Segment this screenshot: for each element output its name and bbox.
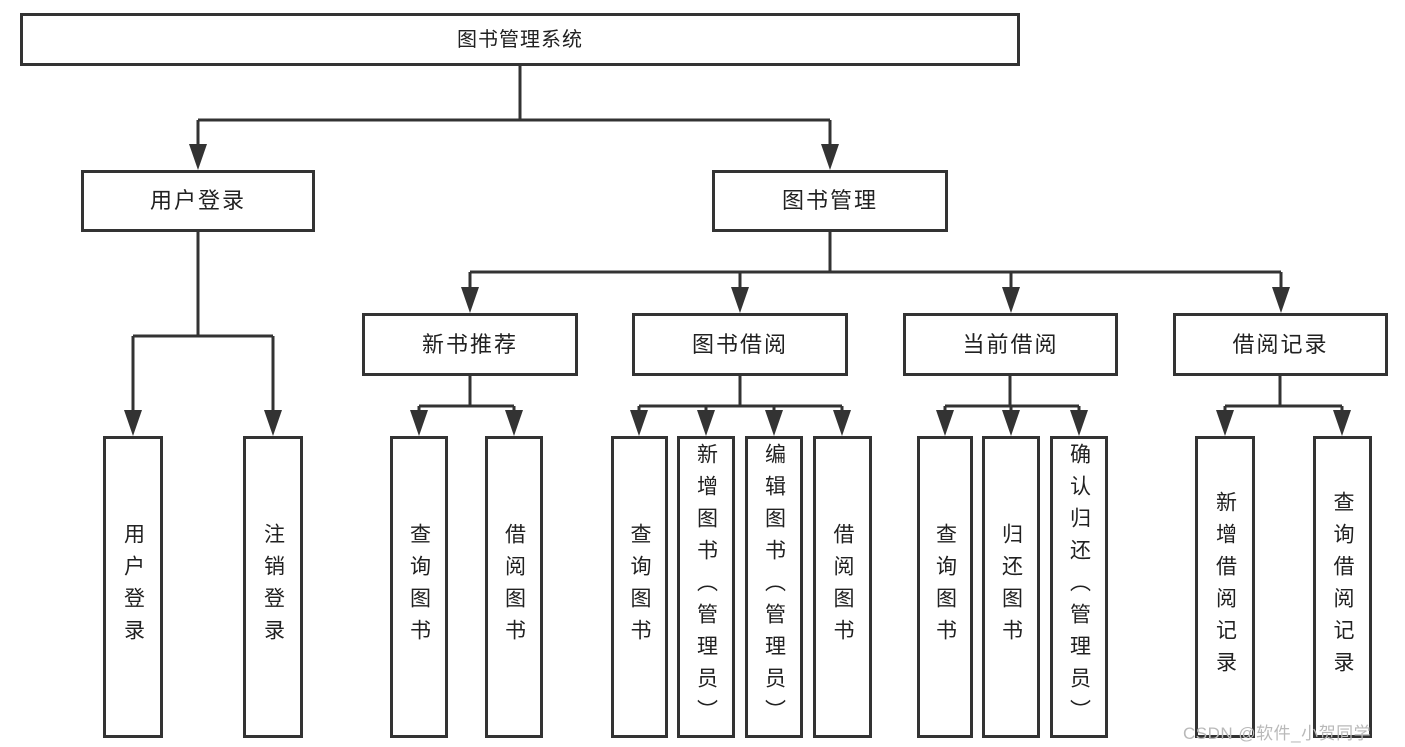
node-book-borrowing: 图书借阅 [632, 313, 848, 376]
node-book-management: 图书管理 [712, 170, 948, 232]
node-new-book-recommend-label: 新书推荐 [421, 331, 518, 357]
leaf-borrow-edit-admin: 编辑图书（管理员） [745, 436, 803, 738]
leaf-user-login-label: 用户登录 [121, 523, 145, 651]
leaf-newbooks-borrow-label: 借阅图书 [502, 523, 526, 651]
leaf-logout: 注销登录 [243, 436, 303, 738]
leaf-logout-label: 注销登录 [261, 523, 285, 651]
leaf-current-return-label: 归还图书 [999, 523, 1023, 651]
leaf-current-query-label: 查询图书 [933, 523, 957, 651]
leaf-borrow-add-admin: 新增图书（管理员） [677, 436, 735, 738]
node-borrowing-records-label: 借阅记录 [1232, 331, 1329, 357]
leaf-records-add: 新增借阅记录 [1195, 436, 1255, 738]
leaf-newbooks-query-label: 查询图书 [407, 523, 431, 651]
leaf-newbooks-query: 查询图书 [390, 436, 448, 738]
leaf-borrow-query: 查询图书 [611, 436, 668, 738]
leaf-current-return: 归还图书 [982, 436, 1040, 738]
node-new-book-recommend: 新书推荐 [362, 313, 578, 376]
leaf-newbooks-borrow: 借阅图书 [485, 436, 543, 738]
node-user-login-label: 用户登录 [149, 188, 246, 213]
leaf-user-login: 用户登录 [103, 436, 163, 738]
leaf-borrow-edit-admin-label: 编辑图书（管理员） [762, 443, 786, 731]
leaf-borrow-query-label: 查询图书 [628, 523, 651, 651]
node-book-borrowing-label: 图书借阅 [691, 331, 788, 357]
node-root-label: 图书管理系统 [457, 28, 583, 51]
node-borrowing-records: 借阅记录 [1173, 313, 1388, 376]
csdn-watermark: CSDN @软件_小贺同学 [1183, 724, 1372, 743]
leaf-borrow-book: 借阅图书 [813, 436, 872, 738]
leaf-borrow-add-admin-label: 新增图书（管理员） [694, 443, 718, 731]
node-current-borrowing: 当前借阅 [903, 313, 1118, 376]
arrowheads [124, 144, 1351, 436]
leaf-current-confirm-admin-label: 确认归还（管理员） [1067, 443, 1091, 731]
node-current-borrowing-label: 当前借阅 [962, 331, 1059, 357]
leaf-current-confirm-admin: 确认归还（管理员） [1050, 436, 1108, 738]
leaf-records-add-label: 新增借阅记录 [1213, 491, 1237, 683]
leaf-borrow-book-label: 借阅图书 [831, 523, 854, 651]
leaf-records-query: 查询借阅记录 [1313, 436, 1372, 738]
node-user-login: 用户登录 [81, 170, 315, 232]
node-root: 图书管理系统 [20, 13, 1020, 66]
leaf-records-query-label: 查询借阅记录 [1331, 491, 1354, 683]
leaf-current-query: 查询图书 [917, 436, 973, 738]
node-book-management-label: 图书管理 [781, 188, 878, 213]
